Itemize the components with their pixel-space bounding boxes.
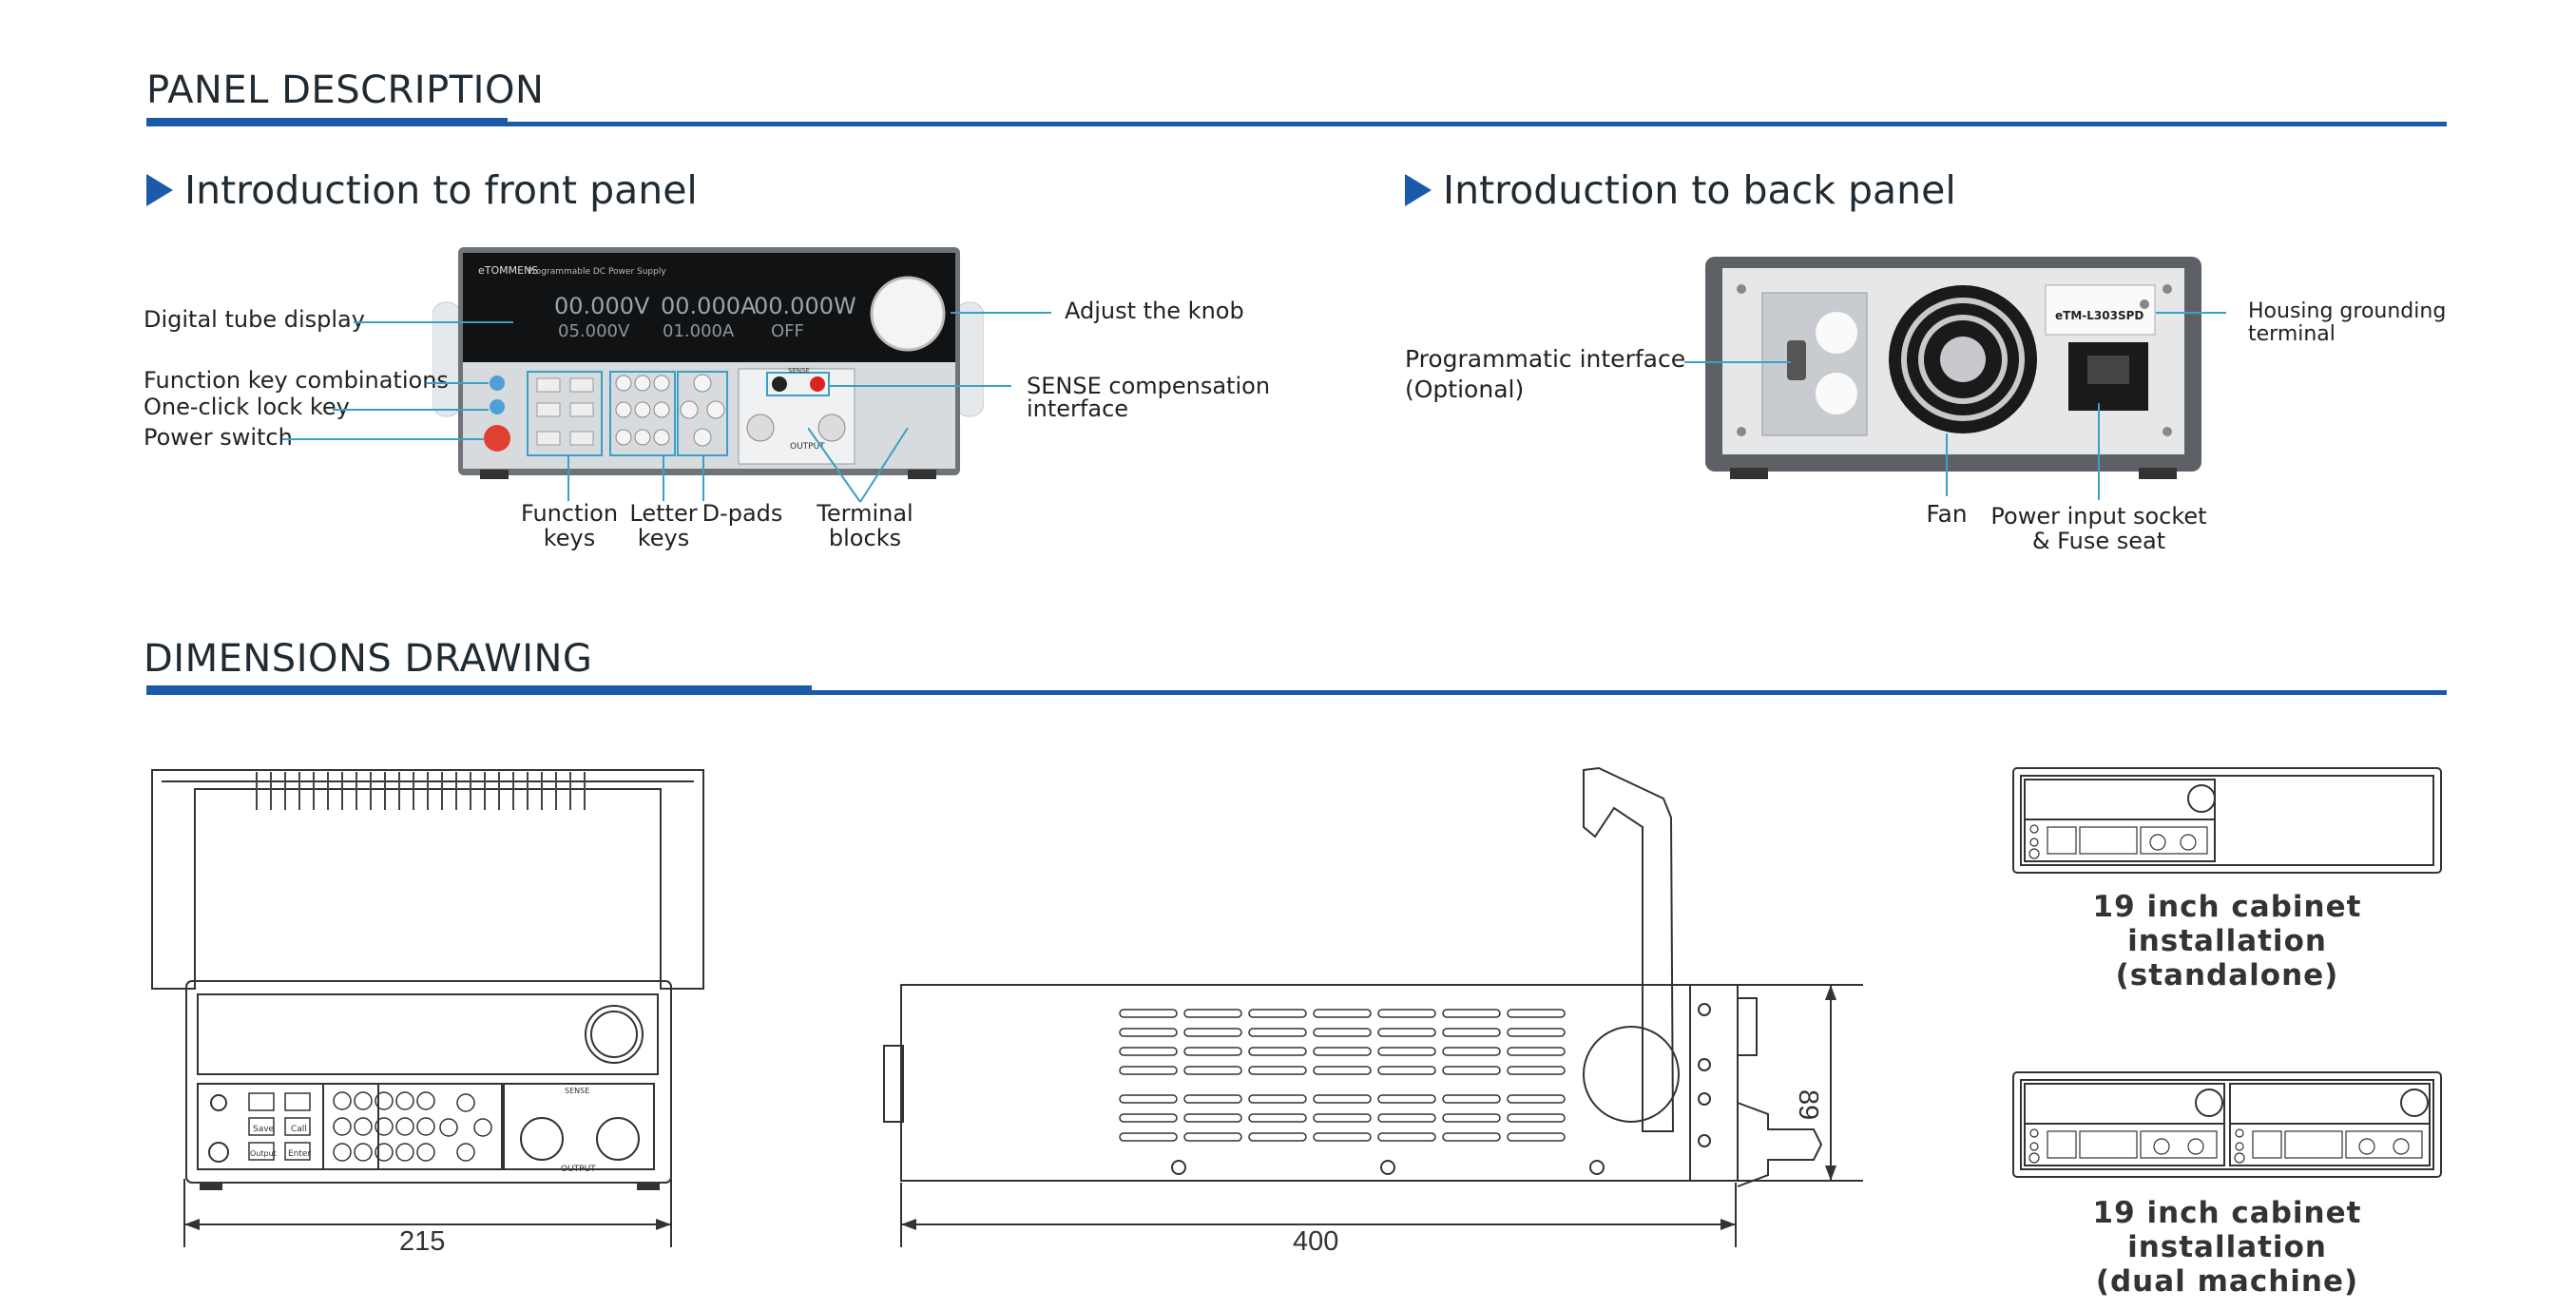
label-function-keys-line2: keys: [543, 525, 596, 551]
leader-knob: [951, 312, 1051, 314]
label-fan: Fan: [1926, 500, 1968, 528]
leader-power-switch: [282, 438, 484, 440]
label-power-switch: Power switch: [144, 424, 293, 451]
cabinet-standalone-drawing: [2012, 767, 2442, 874]
front-panel-title-text: Introduction to front panel: [184, 167, 698, 213]
dim-depth: 400: [1293, 1226, 1339, 1257]
label-function-combo: Function key combinations: [144, 367, 449, 394]
cabinet-dual-caption: 19 inch cabinet installation (dual machi…: [1996, 1196, 2458, 1299]
label-dpads: D-pads: [702, 500, 783, 527]
back-model-label: eTM-L303SPD: [2055, 309, 2143, 322]
triangle-bullet-icon: [146, 174, 173, 206]
label-ground-1: Housing grounding: [2248, 299, 2447, 323]
leader-dpads: [702, 455, 704, 501]
device-model-text: Programmable DC Power Supply: [528, 267, 666, 277]
leader-terminal: [808, 428, 909, 503]
label-letter-keys-line2: keys: [637, 525, 690, 551]
front-dimension-drawing: Save Call Output Enter OUTPUT SENSE: [151, 769, 704, 1247]
label-terminal-line1: Terminal: [817, 500, 913, 527]
display-voltage: 00.000V: [554, 293, 650, 319]
display-set-voltage: 05.000V: [558, 321, 630, 341]
key-call: Call: [291, 1125, 307, 1134]
label-power-socket: Power input socket & Fuse seat: [1987, 504, 2211, 553]
key-enter: Enter: [288, 1149, 311, 1159]
display-current: 00.000A: [661, 293, 757, 319]
sense-label: SENSE: [788, 367, 810, 375]
display-power: 00.000W: [754, 293, 856, 319]
leader-function-keys: [567, 455, 569, 501]
leader-function-combo: [426, 382, 489, 384]
label-sense-1: SENSE compensation: [1027, 373, 1271, 399]
leader-power-socket: [2098, 403, 2100, 500]
section-rule-accent: [146, 685, 812, 694]
label-letter-keys: Letter keys: [624, 501, 703, 550]
dimension-section-title: DIMENSIONS DRAWING: [144, 637, 593, 681]
label-digital-tube: Digital tube display: [144, 306, 365, 333]
cabinet-standalone-caption: 19 inch cabinet installation (standalone…: [1996, 890, 2458, 992]
cabinet-standalone-line1: 19 inch cabinet installation: [2092, 890, 2362, 958]
label-power-socket-line1: Power input socket: [1990, 503, 2207, 530]
label-function-keys: Function keys: [513, 501, 625, 550]
cabinet-dual-line2: (dual machine): [2095, 1264, 2359, 1299]
leader-ground: [2156, 312, 2226, 314]
triangle-bullet-icon: [1405, 174, 1432, 206]
label-ground-2: terminal: [2248, 322, 2336, 346]
cabinet-dual-line1: 19 inch cabinet installation: [2092, 1196, 2362, 1264]
label-lock-key: One-click lock key: [144, 394, 350, 420]
leader-digital-tube: [354, 321, 513, 323]
cabinet-dual-drawing: [2012, 1071, 2442, 1178]
label-prog-interface-1: Programmatic interface: [1405, 345, 1686, 373]
label-letter-keys-line1: Letter: [629, 500, 698, 527]
label-sense-2: interface: [1027, 395, 1129, 422]
label-power-socket-line2: & Fuse seat: [2031, 528, 2166, 554]
front-panel-title: Introduction to front panel: [146, 167, 698, 213]
leader-letter-keys: [663, 455, 664, 501]
back-panel-device: eTM-L303SPD: [1705, 257, 2201, 479]
label-terminal: Terminal blocks: [810, 501, 920, 550]
key-output: Output: [250, 1149, 277, 1158]
leader-sense: [829, 385, 1011, 387]
back-panel-title-text: Introduction to back panel: [1443, 167, 1956, 213]
dim-width: 215: [399, 1226, 446, 1257]
leader-prog-interface: [1684, 361, 1791, 363]
section-rule: [146, 122, 2447, 126]
device-brand: eTOMMENS: [478, 264, 538, 277]
key-save: Save: [253, 1125, 275, 1134]
front-panel-device: eTOMMENS Programmable DC Power Supply 00…: [433, 247, 984, 479]
drawing-sense-label: SENSE: [565, 1087, 589, 1095]
label-knob: Adjust the knob: [1065, 298, 1244, 324]
display-status: OFF: [771, 321, 804, 341]
drawing-output-label: OUTPUT: [561, 1165, 596, 1174]
side-dimension-drawing: [883, 766, 1863, 1247]
back-panel-title: Introduction to back panel: [1405, 167, 1956, 213]
cabinet-standalone-line2: (standalone): [2115, 958, 2339, 992]
leader-fan: [1946, 433, 1948, 496]
section-rule: [146, 690, 2447, 695]
display-set-current: 01.000A: [663, 321, 735, 341]
output-label: OUTPUT: [790, 442, 825, 452]
leader-lock-key: [333, 409, 489, 411]
dim-height: 89: [1793, 1089, 1823, 1121]
label-terminal-line2: blocks: [828, 525, 902, 551]
label-prog-interface-2: (Optional): [1405, 376, 1525, 403]
label-function-keys-line1: Function: [520, 500, 619, 527]
panel-section-title: PANEL DESCRIPTION: [146, 68, 545, 112]
